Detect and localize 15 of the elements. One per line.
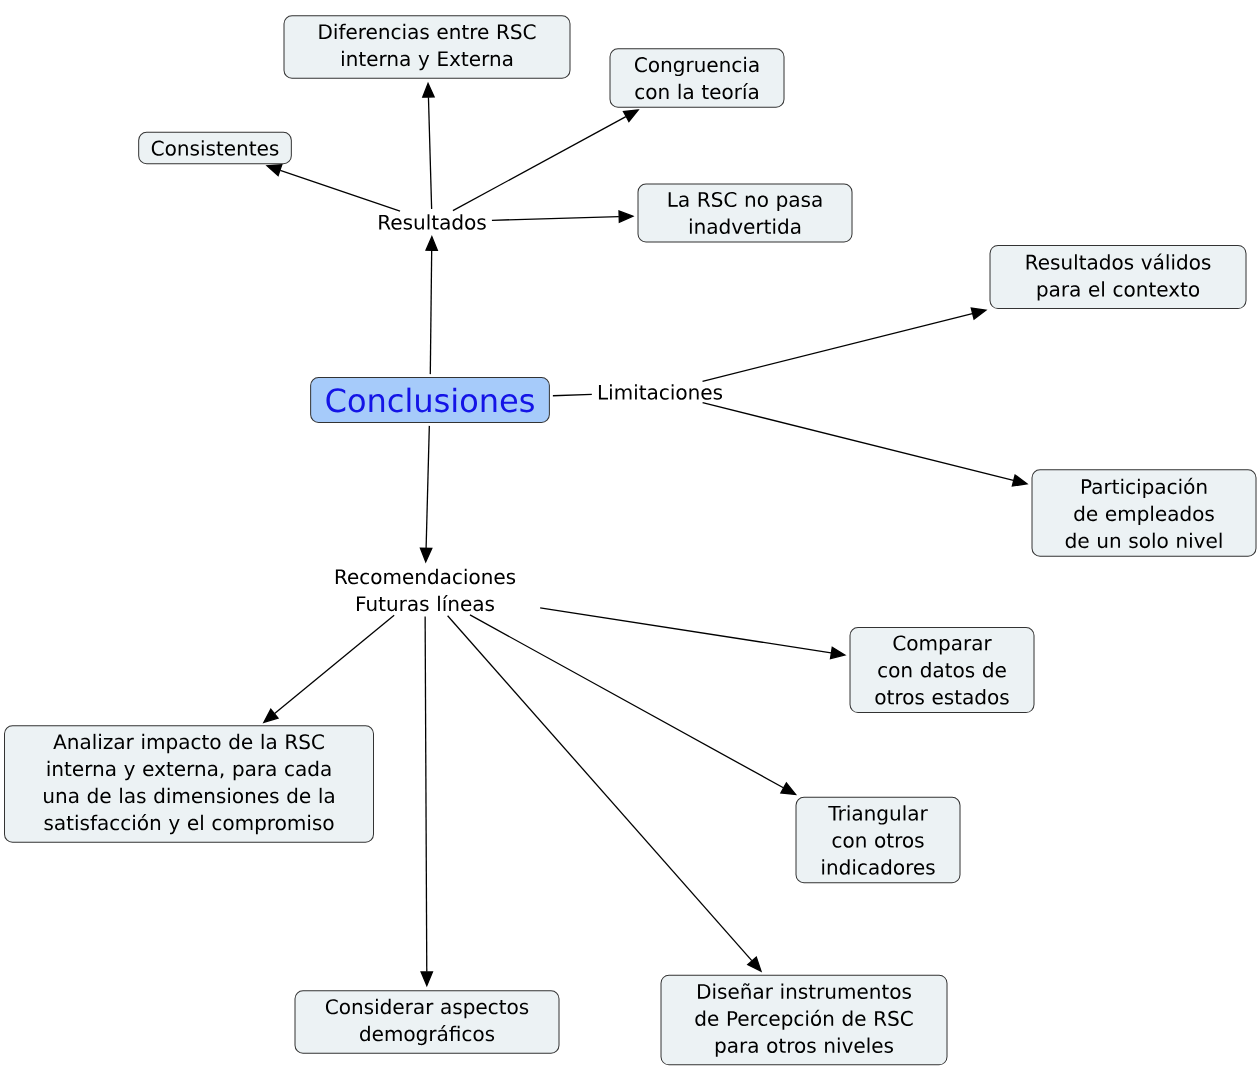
concept-label: Limitaciones — [598, 384, 723, 400]
main-concept-box: Conclusiones — [310, 377, 550, 423]
concept-box: Congruencia con la teoría — [609, 48, 785, 108]
concept-label: Recomendaciones Futuras líneas — [335, 568, 516, 612]
concept-box: Triangular con otros indicadores — [795, 796, 961, 884]
concept-label: Resultados — [379, 214, 486, 230]
concept-box: Considerar aspectos demográficos — [294, 990, 560, 1054]
concept-box: Diseñar instrumentos de Percepción de RSC para otros niveles — [660, 974, 948, 1066]
concept-box: Participación de empleados de un solo nivel — [1031, 469, 1257, 557]
concept-box: Consistentes — [138, 131, 292, 165]
concept-box: La RSC no pasa inadvertida — [637, 183, 853, 243]
concept-box: Analizar impacto de la RSC interna y externa, para cada una de las dimensiones de la satisfacción y el compromiso — [4, 725, 374, 843]
concept-box: Diferencias entre RSC interna y Externa — [283, 15, 571, 79]
concept-box: Comparar con datos de otros estados — [849, 626, 1035, 714]
concept-box: Resultados válidos para el contexto — [989, 244, 1247, 310]
